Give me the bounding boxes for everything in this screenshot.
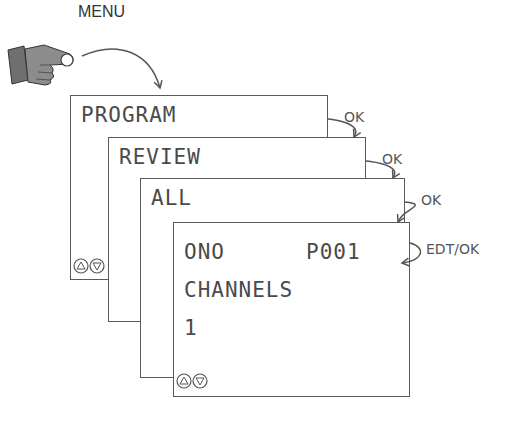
button-label: EDT/OK [426, 242, 479, 257]
hand-cuff [8, 46, 28, 84]
screen-text: PROGRAM [81, 104, 177, 127]
screen-text: ONO [184, 241, 225, 264]
button-label: OK [344, 110, 364, 125]
button-label: OK [421, 193, 441, 208]
screen-text: CHANNELS [184, 279, 293, 302]
screen-text: ALL [151, 187, 192, 210]
screen-text: 1 [184, 317, 198, 340]
menu-button [61, 54, 73, 66]
screen-text: P001 [306, 241, 361, 264]
menu-label: MENU [78, 3, 125, 21]
step-arrow [398, 202, 415, 222]
screen-text: REVIEW [119, 146, 201, 169]
pointing-hand [8, 45, 73, 85]
finger-lines [36, 65, 52, 80]
hand-body [25, 45, 73, 85]
button-label: OK [382, 152, 402, 167]
menu-arrow [82, 49, 160, 88]
lcd-screen-box: ONO P001CHANNELS 1 [173, 222, 410, 397]
